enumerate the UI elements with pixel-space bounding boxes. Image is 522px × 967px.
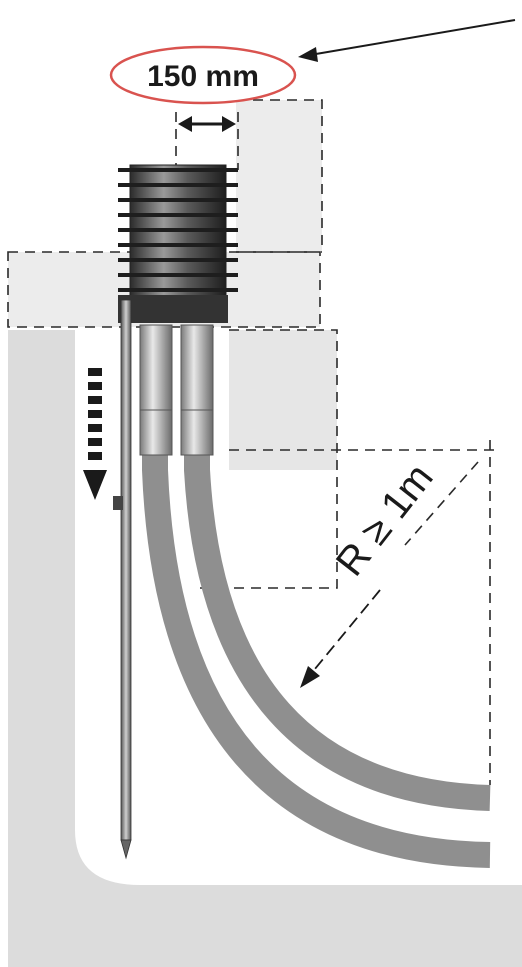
conduit-inner bbox=[184, 455, 491, 811]
fitting-collar bbox=[118, 295, 228, 323]
pointer-arrow bbox=[298, 19, 516, 62]
dimension-arrow-right bbox=[222, 116, 236, 132]
down-arrow-dash bbox=[88, 368, 102, 376]
upper-box-outline bbox=[236, 99, 323, 252]
fitting-rib bbox=[118, 183, 238, 187]
fitting-rib bbox=[118, 213, 238, 217]
radius-indicator: R ≥ 1m bbox=[300, 456, 442, 688]
down-arrow-dash bbox=[88, 452, 102, 460]
ribbed-fitting bbox=[118, 164, 238, 323]
pit-block-lower bbox=[229, 330, 337, 470]
radius-arrow-line bbox=[309, 589, 381, 676]
down-arrow bbox=[83, 368, 107, 500]
fitting-rib bbox=[118, 168, 238, 172]
pointer-arrow-line bbox=[309, 19, 516, 56]
earth-rod bbox=[120, 299, 132, 841]
radius-diagonal-guide bbox=[404, 461, 479, 546]
fitting-rib bbox=[118, 258, 238, 262]
tube-left bbox=[139, 324, 173, 456]
tube-right bbox=[180, 324, 214, 456]
fitting-rib bbox=[118, 243, 238, 247]
earth-rod-tip bbox=[120, 839, 132, 860]
down-arrow-dash bbox=[88, 382, 102, 390]
fitting-rib bbox=[118, 198, 238, 202]
ground-area bbox=[8, 330, 522, 967]
fitting-rib bbox=[118, 228, 238, 232]
highlight-ellipse bbox=[109, 45, 297, 105]
down-arrow-dash bbox=[88, 410, 102, 418]
pit-block-upper bbox=[236, 100, 322, 252]
earth-rod-clamp bbox=[113, 496, 123, 510]
down-arrow-dash bbox=[88, 396, 102, 404]
lower-box-outline bbox=[195, 329, 338, 589]
down-arrow-dash bbox=[88, 424, 102, 432]
radius-label: R ≥ 1m bbox=[328, 456, 442, 584]
down-arrow-head bbox=[83, 470, 107, 500]
down-arrow-dash bbox=[88, 438, 102, 446]
pointer-arrow-head bbox=[298, 47, 318, 62]
radius-arrow-head bbox=[300, 666, 320, 688]
fitting-rib bbox=[118, 288, 238, 292]
conduit-outer bbox=[142, 455, 491, 868]
fitting-rib bbox=[118, 273, 238, 277]
dimension-arrow-left bbox=[178, 116, 192, 132]
dimension-label: 150 mm bbox=[147, 60, 259, 93]
fitting-ribs bbox=[118, 168, 238, 292]
dimension-150: 150 mm bbox=[109, 45, 297, 132]
